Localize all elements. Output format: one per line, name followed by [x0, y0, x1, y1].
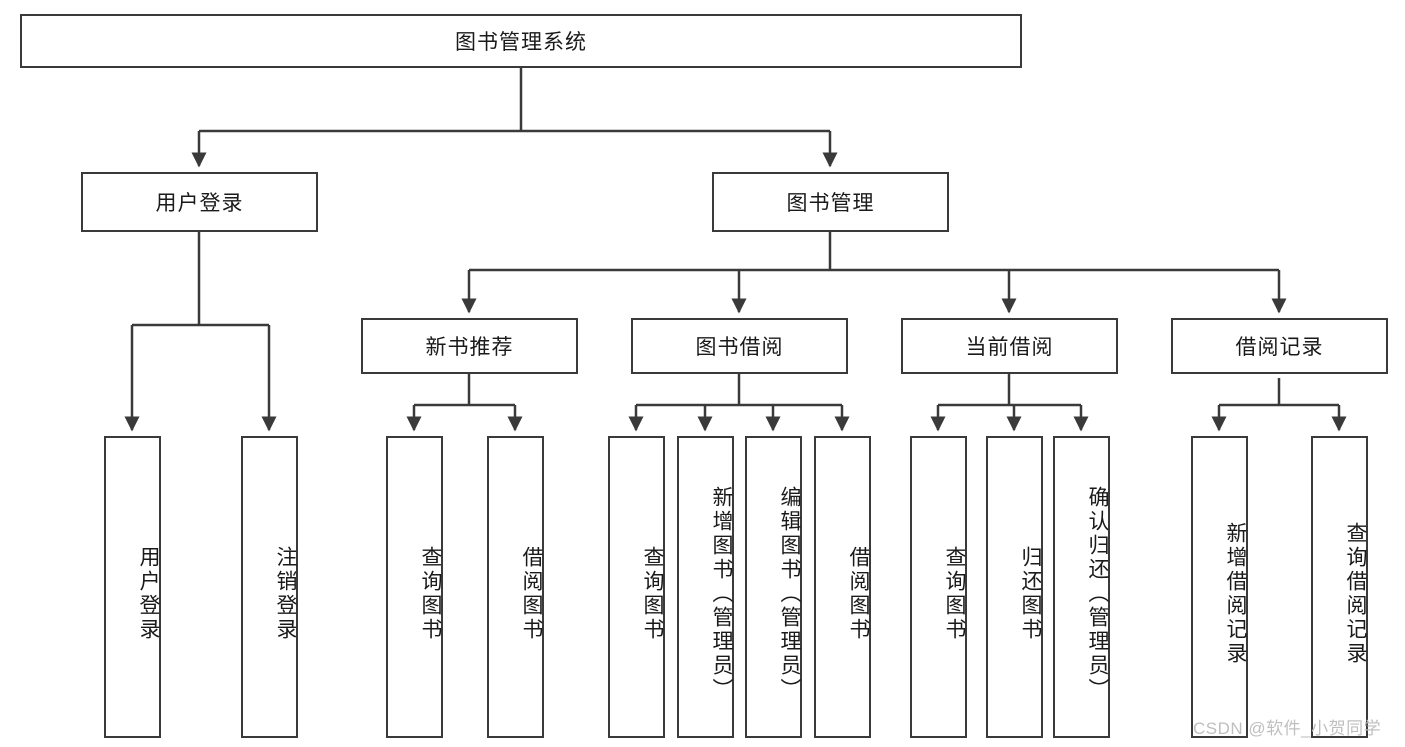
leaf-label: 查询借阅记录: [1344, 522, 1367, 666]
node-leaf-borrow-book[interactable]: 借阅图书: [814, 436, 871, 738]
node-book-manage[interactable]: 图书管理: [712, 172, 949, 232]
node-user-login[interactable]: 用户登录: [81, 172, 318, 232]
node-leaf-confirm-return[interactable]: 确认归还（管理员）: [1053, 436, 1110, 738]
node-leaf-borrow-book-recommend[interactable]: 借阅图书: [487, 436, 544, 738]
csdn-watermark: CSDN @软件_小贺同学: [1193, 719, 1382, 738]
node-leaf-query-book-borrow[interactable]: 查询图书: [608, 436, 665, 738]
leaf-label: 用户登录: [137, 546, 160, 642]
node-leaf-user-logout[interactable]: 注销登录: [241, 436, 298, 738]
leaf-label: 查询图书: [641, 546, 664, 642]
node-leaf-add-book[interactable]: 新增图书（管理员）: [677, 436, 734, 738]
node-root[interactable]: 图书管理系统: [20, 14, 1022, 68]
leaf-label: 新增图书（管理员）: [710, 486, 733, 702]
leaf-label: 注销登录: [274, 546, 297, 642]
node-leaf-edit-book[interactable]: 编辑图书（管理员）: [745, 436, 802, 738]
node-leaf-return-book[interactable]: 归还图书: [986, 436, 1043, 738]
leaf-label: 查询图书: [419, 546, 442, 642]
node-book-borrow[interactable]: 图书借阅: [631, 318, 848, 374]
node-leaf-query-book-current[interactable]: 查询图书: [910, 436, 967, 738]
node-leaf-add-record[interactable]: 新增借阅记录: [1191, 436, 1248, 738]
node-new-book-recommend[interactable]: 新书推荐: [361, 318, 578, 374]
leaf-label: 新增借阅记录: [1224, 522, 1247, 666]
leaf-label: 归还图书: [1019, 546, 1042, 642]
leaf-label: 借阅图书: [520, 546, 543, 642]
leaf-label: 编辑图书（管理员）: [778, 486, 801, 702]
node-borrow-record[interactable]: 借阅记录: [1171, 318, 1388, 374]
leaf-label: 借阅图书: [847, 546, 870, 642]
node-current-borrow[interactable]: 当前借阅: [901, 318, 1118, 374]
node-leaf-query-record[interactable]: 查询借阅记录: [1311, 436, 1368, 738]
leaf-label: 查询图书: [943, 546, 966, 642]
node-leaf-user-login[interactable]: 用户登录: [104, 436, 161, 738]
node-leaf-query-book-recommend[interactable]: 查询图书: [386, 436, 443, 738]
leaf-label: 确认归还（管理员）: [1086, 486, 1109, 702]
